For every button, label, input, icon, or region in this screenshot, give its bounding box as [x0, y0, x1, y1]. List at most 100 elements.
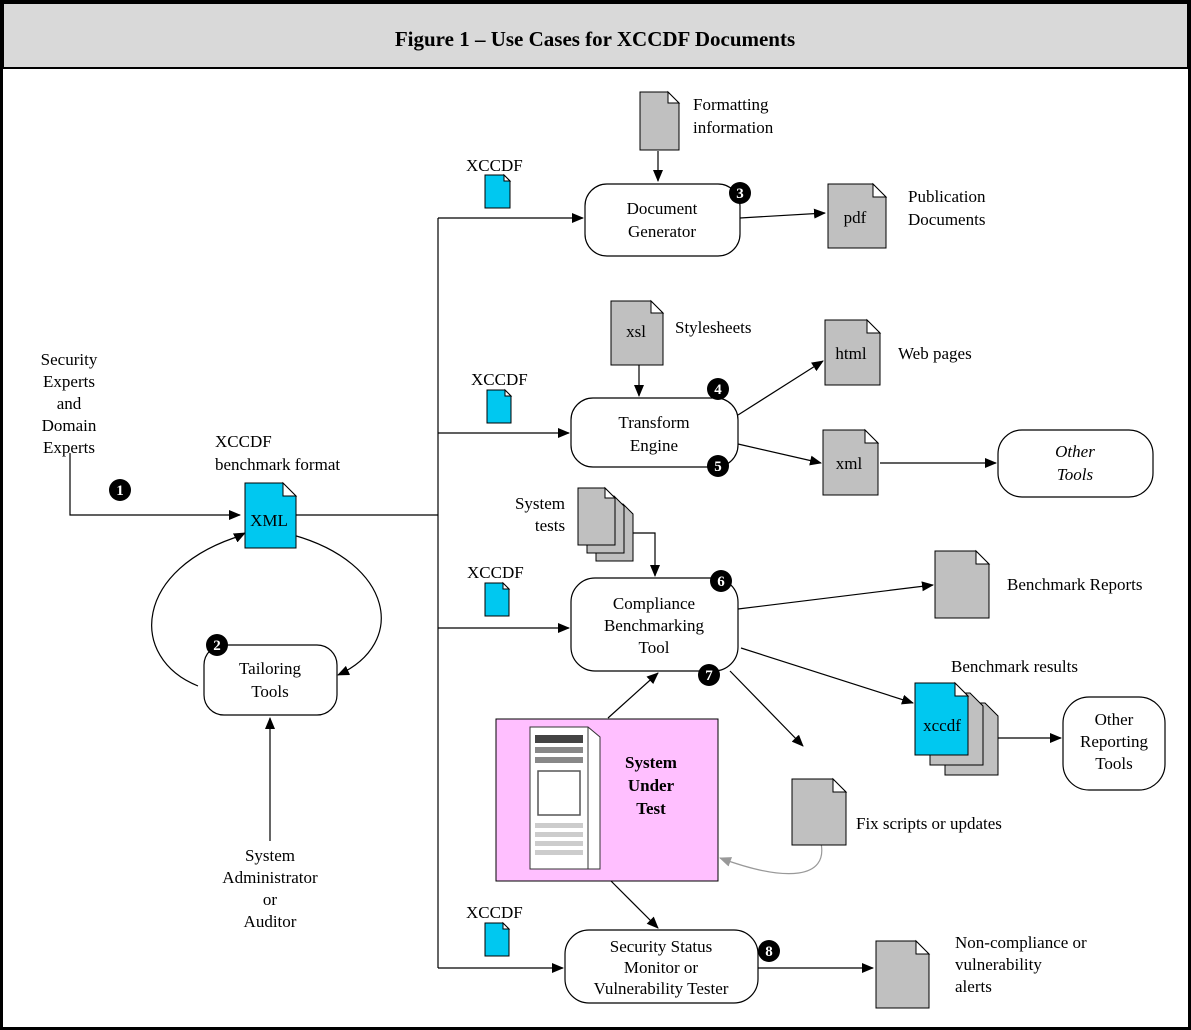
web-pages-label: Web pages [898, 344, 972, 363]
svg-text:benchmark format: benchmark format [215, 455, 340, 474]
svg-text:xml: xml [836, 454, 863, 473]
svg-text:Tools: Tools [251, 682, 289, 701]
stylesheets-label: Stylesheets [675, 318, 752, 337]
alerts-doc-icon: Non-compliance or vulnerability alerts [875, 933, 1087, 1009]
svg-text:6: 6 [717, 574, 725, 590]
svg-text:Test: Test [636, 799, 666, 818]
svg-text:Tool: Tool [639, 638, 670, 657]
marker-7: 7 [698, 664, 720, 686]
svg-text:or: or [263, 890, 278, 909]
transform-engine-box: Transform Engine [570, 397, 739, 468]
xml-label: XML [250, 511, 288, 530]
svg-text:Document: Document [627, 199, 698, 218]
benchmark-results-doc-stack-icon: Benchmark results xccdf [914, 657, 1078, 776]
svg-text:Compliance: Compliance [613, 594, 695, 613]
svg-text:xccdf: xccdf [923, 716, 961, 735]
tailoring-tools-box: Tailoring Tools [203, 644, 338, 716]
svg-text:Under: Under [628, 776, 675, 795]
svg-text:Vulnerability Tester: Vulnerability Tester [594, 979, 729, 998]
svg-text:Fix scripts or updates: Fix scripts or updates [856, 814, 1002, 833]
svg-text:Experts: Experts [43, 438, 95, 457]
server-icon [529, 726, 601, 870]
title-bar: Figure 1 – Use Cases for XCCDF Documents [3, 3, 1188, 69]
figure-title: Figure 1 – Use Cases for XCCDF Documents [395, 27, 795, 51]
svg-text:Documents: Documents [908, 210, 985, 229]
svg-text:Other: Other [1055, 442, 1095, 461]
svg-text:XCCDF: XCCDF [471, 370, 528, 389]
experts-label: Security Experts and Domain Experts [41, 350, 98, 457]
svg-text:tests: tests [535, 516, 565, 535]
publication-documents-label: Publication Documents [908, 187, 986, 229]
benchmark-reports-doc-icon: Benchmark Reports [934, 549, 1143, 619]
svg-text:System: System [515, 494, 565, 513]
svg-text:Benchmark Reports: Benchmark Reports [1007, 575, 1143, 594]
xsl-doc-icon: xsl Stylesheets [610, 299, 752, 366]
svg-text:vulnerability: vulnerability [955, 955, 1042, 974]
svg-text:XCCDF: XCCDF [466, 156, 523, 175]
svg-text:XCCDF: XCCDF [215, 432, 272, 451]
svg-text:Reporting: Reporting [1080, 732, 1148, 751]
fix-scripts-doc-icon: Fix scripts or updates [791, 777, 1002, 846]
marker-5: 5 [707, 455, 729, 477]
svg-text:Administrator: Administrator [222, 868, 318, 887]
marker-6: 6 [710, 570, 732, 592]
xccdf-doc-icon: XCCDF [466, 156, 523, 209]
marker-4: 4 [707, 378, 729, 400]
svg-text:XCCDF: XCCDF [466, 903, 523, 922]
svg-text:5: 5 [714, 459, 722, 475]
svg-text:Auditor: Auditor [244, 912, 297, 931]
xccdf-doc-icon: XCCDF [466, 903, 523, 957]
svg-text:Engine: Engine [630, 436, 678, 455]
admin-label: System Administrator or Auditor [222, 846, 318, 931]
xccdf-doc-icon: XCCDF [467, 563, 524, 617]
svg-text:Tools: Tools [1057, 465, 1094, 484]
svg-text:and: and [57, 394, 82, 413]
benchmark-format-label: XCCDF benchmark format [215, 432, 340, 474]
pdf-doc-icon: pdf [827, 182, 888, 249]
svg-text:Tools: Tools [1095, 754, 1133, 773]
xml-document-icon: XML [244, 481, 298, 549]
marker-1: 1 [109, 479, 131, 501]
document-generator-box: Document Generator [584, 183, 741, 257]
svg-text:Benchmark results: Benchmark results [951, 657, 1078, 676]
svg-text:XCCDF: XCCDF [467, 563, 524, 582]
xml-output-doc-icon: xml [822, 428, 880, 496]
xccdf-use-case-diagram: Figure 1 – Use Cases for XCCDF Documents [3, 3, 1188, 1009]
system-under-test: System Under Test [495, 718, 719, 882]
formatting-info-doc-icon: Formatting information [639, 90, 774, 151]
svg-text:Security: Security [41, 350, 98, 369]
svg-text:Non-compliance or: Non-compliance or [955, 933, 1087, 952]
svg-text:alerts: alerts [955, 977, 992, 996]
svg-text:3: 3 [736, 186, 744, 202]
svg-text:1: 1 [116, 483, 124, 499]
svg-text:Tailoring: Tailoring [239, 659, 302, 678]
svg-text:Domain: Domain [42, 416, 97, 435]
svg-text:Security Status: Security Status [610, 937, 712, 956]
svg-text:Experts: Experts [43, 372, 95, 391]
svg-text:xsl: xsl [626, 322, 646, 341]
svg-text:information: information [693, 118, 774, 137]
system-tests-doc-stack-icon: System tests [515, 486, 634, 562]
svg-text:System: System [625, 753, 677, 772]
svg-text:html: html [835, 344, 866, 363]
marker-3: 3 [729, 182, 751, 204]
svg-text:pdf: pdf [844, 208, 867, 227]
svg-text:2: 2 [213, 638, 221, 654]
svg-text:Monitor or: Monitor or [624, 958, 698, 977]
svg-text:8: 8 [765, 944, 773, 960]
svg-text:Other: Other [1095, 710, 1134, 729]
xccdf-doc-icon: XCCDF [471, 370, 528, 424]
svg-text:Transform: Transform [618, 413, 689, 432]
svg-text:Publication: Publication [908, 187, 986, 206]
svg-text:Formatting: Formatting [693, 95, 769, 114]
svg-text:7: 7 [705, 668, 713, 684]
other-tools-box: Other Tools [997, 429, 1154, 498]
marker-2: 2 [206, 634, 228, 656]
security-status-monitor-box: Security Status Monitor or Vulnerability… [564, 929, 759, 1004]
connectors [69, 151, 1062, 973]
svg-text:Generator: Generator [628, 222, 696, 241]
html-doc-icon: html Web pages [824, 318, 972, 386]
figure-frame: Figure 1 – Use Cases for XCCDF Documents [3, 3, 1188, 1027]
compliance-benchmarking-tool-box: Compliance Benchmarking Tool [570, 577, 739, 672]
svg-text:Benchmarking: Benchmarking [604, 616, 705, 635]
